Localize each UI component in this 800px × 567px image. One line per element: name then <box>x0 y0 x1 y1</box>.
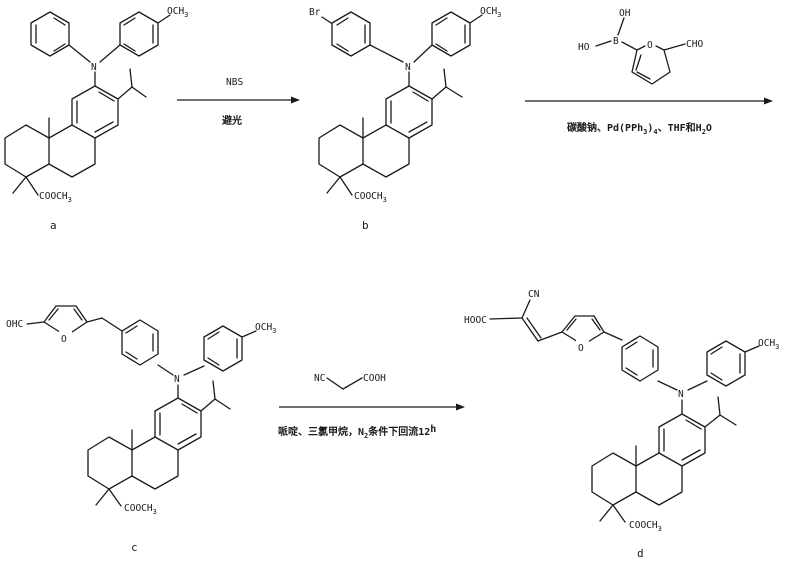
methoxy-label: OCH3 <box>758 338 779 351</box>
cyanoacetic-acid-reagent: NC COOH <box>314 373 386 390</box>
nitrogen-label: N <box>91 62 97 73</box>
step2-condition: 碳酸钠、Pd(PPh3)4、THF和H2O <box>567 121 712 136</box>
methoxy-label: OCH3 <box>480 6 501 19</box>
ester-label: COOCH3 <box>354 191 387 204</box>
reagent-aldehyde-label: CHO <box>686 39 703 50</box>
reagent-ho-label: HO <box>578 42 590 53</box>
boronic-acid-reagent: OH B HO O CHO <box>578 8 703 85</box>
compound-d: CN HOOC O OCH3 N <box>464 289 779 560</box>
compound-b-label: b <box>362 219 369 232</box>
aldehyde-label: OHC <box>6 319 23 330</box>
phenylene-ring <box>621 335 659 382</box>
aromatic-core-ring <box>71 85 119 139</box>
anisyl-ring <box>706 340 746 387</box>
nitrogen-label: N <box>405 62 411 73</box>
anisyl-ring <box>203 325 243 372</box>
compound-d-label: d <box>637 547 644 560</box>
furan-oxygen-label: O <box>61 334 67 345</box>
methoxy-label: OCH3 <box>255 322 276 335</box>
arrow-step-1: NBS 避光 <box>177 77 300 127</box>
compound-c: OHC O OCH3 N <box>6 305 276 554</box>
step1-condition: 避光 <box>221 114 242 127</box>
bromo-label: Br <box>309 7 321 18</box>
arrow-step-2: OH B HO O CHO 碳酸钠、Pd(PPh3)4、THF和H2O <box>525 8 773 136</box>
anisyl-ring <box>119 11 159 57</box>
aromatic-core-ring <box>154 397 202 451</box>
compound-a-label: a <box>50 219 57 232</box>
furan-oxygen-label: O <box>647 40 653 51</box>
reagent-nitrile-label: NC <box>314 373 325 384</box>
aromatic-core-ring <box>385 85 433 139</box>
nitrogen-label: N <box>174 374 180 385</box>
anisyl-ring <box>431 11 471 57</box>
step3-condition: 哌啶、三氯甲烷，N2条件下回流12h <box>278 424 436 440</box>
ester-label: COOCH3 <box>39 191 72 204</box>
ester-label: COOCH3 <box>124 503 157 516</box>
acid-label: HOOC <box>464 315 487 326</box>
reagent-boron-label: B <box>613 36 619 47</box>
ester-label: COOCH3 <box>629 520 662 533</box>
step1-reagent: NBS <box>226 77 243 88</box>
nitrogen-label: N <box>678 389 684 400</box>
phenyl-ring <box>30 11 70 57</box>
nitrile-label: CN <box>528 289 540 300</box>
compound-b: Br OCH3 N COOCH3 <box>309 6 501 232</box>
methoxy-label: OCH3 <box>167 6 188 19</box>
compound-c-label: c <box>131 541 138 554</box>
bromophenyl-ring <box>331 11 371 57</box>
compound-a: OCH3 N COOCH3 a <box>4 6 188 232</box>
furan-oxygen-label: O <box>578 343 584 354</box>
arrow-step-3: NC COOH 哌啶、三氯甲烷，N2条件下回流12h <box>278 373 465 440</box>
reagent-oh-label: OH <box>619 8 631 19</box>
reagent-acid-label: COOH <box>363 373 386 384</box>
aromatic-core-ring <box>658 413 706 467</box>
